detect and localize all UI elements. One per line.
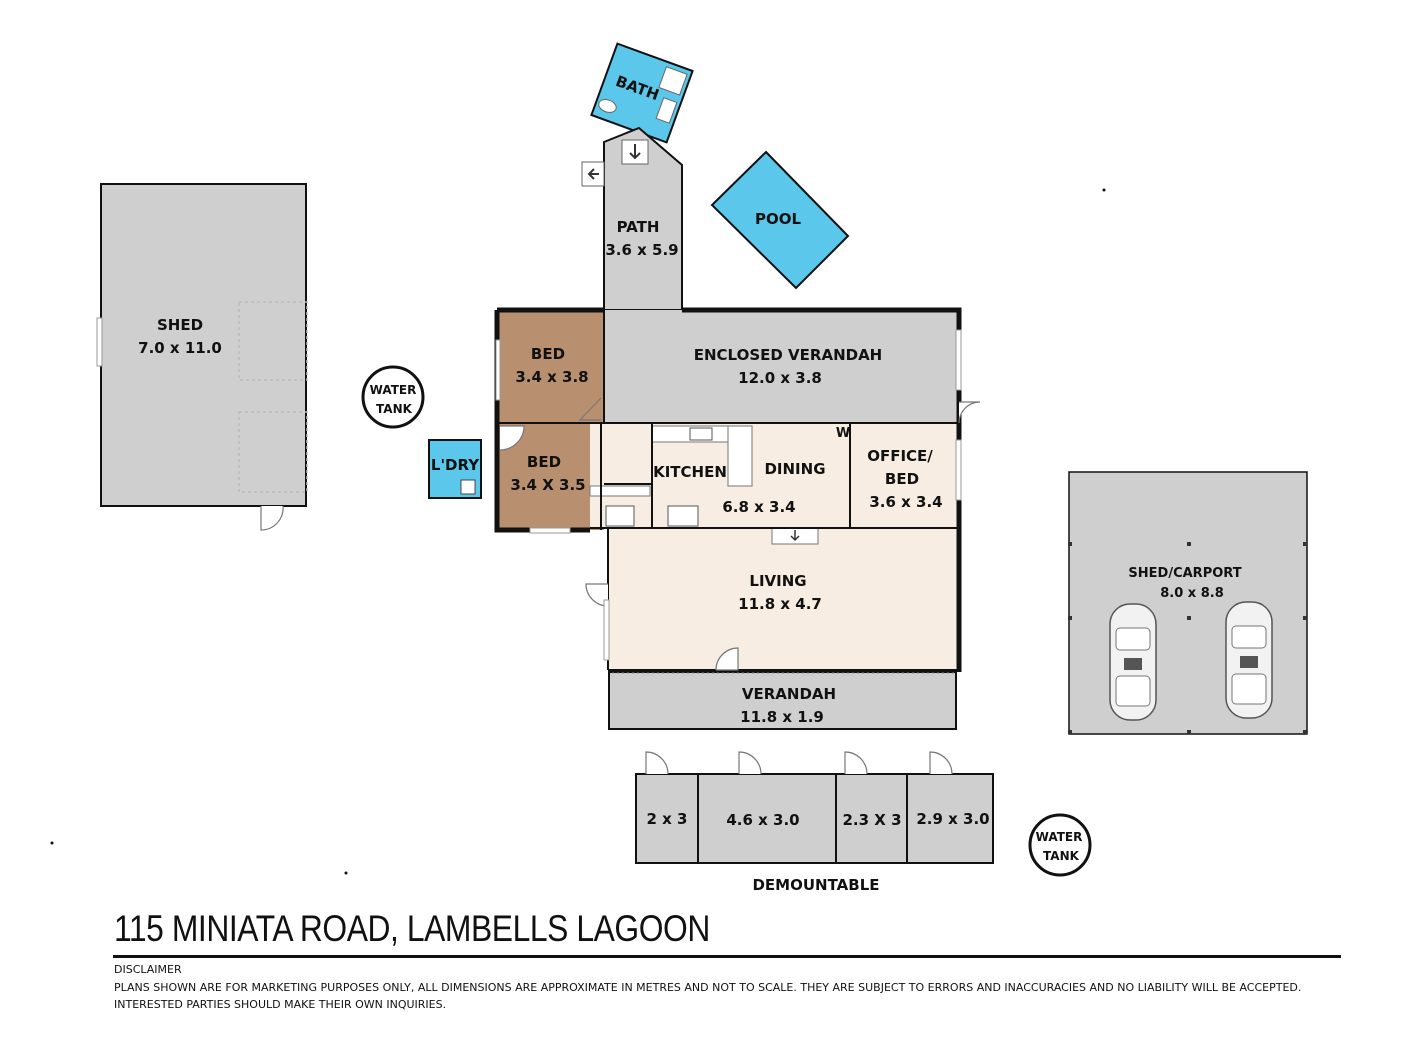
dining-dims: 6.8 x 3.4	[722, 498, 795, 516]
disclaimer-heading: DISCLAIMER	[114, 963, 182, 976]
demountable-unit-2: 4.6 x 3.0	[726, 811, 799, 829]
water-tank-right: WATER TANK	[1028, 813, 1092, 877]
demountable-unit-1: 2 x 3	[647, 810, 688, 828]
laundry: L'DRY	[428, 439, 482, 499]
bed1-dims: 3.4 x 3.8	[515, 368, 588, 386]
car-icon	[1225, 601, 1273, 719]
water-tank-left: WATER TANK	[361, 365, 425, 429]
carport-name: SHED/CARPORT	[1128, 566, 1241, 581]
verandah-name: VERANDAH	[742, 685, 836, 703]
main-house: BED 3.4 x 3.8 BED 3.4 X 3.5 ENCLOSED VER…	[494, 307, 981, 672]
dining-name: DINING	[764, 460, 825, 478]
office-name-line1: OFFICE/	[867, 447, 933, 465]
demountable-label: DEMOUNTABLE	[752, 876, 879, 894]
living-name: LIVING	[749, 572, 806, 590]
disclaimer-text: PLANS SHOWN ARE FOR MARKETING PURPOSES O…	[114, 981, 1302, 1011]
bed2-name: BED	[527, 453, 561, 471]
path: PATH 3.6 x 5.9	[581, 126, 683, 333]
car-icon	[1109, 603, 1157, 721]
water-tank-right-line1: WATER	[1036, 830, 1083, 844]
title-divider	[113, 955, 1341, 958]
carport-dims: 8.0 x 8.8	[1160, 586, 1224, 601]
carport: SHED/CARPORT 8.0 x 8.8	[1068, 471, 1308, 735]
shed-name: SHED	[157, 316, 203, 334]
water-tank-left-line1: WATER	[370, 383, 417, 397]
bed1-name: BED	[531, 345, 565, 363]
shed-dims: 7.0 x 11.0	[138, 339, 222, 357]
water-tank-left-line2: TANK	[376, 402, 413, 416]
kitchen-name: KITCHEN	[653, 463, 727, 481]
office-dims: 3.6 x 3.4	[869, 493, 942, 511]
pool: POOL	[710, 150, 850, 290]
path-name: PATH	[617, 218, 660, 236]
laundry-name: L'DRY	[431, 456, 480, 474]
floor-plan: SHED 7.0 x 11.0 WATER TANK L'DRY BATH PA…	[50, 42, 1308, 894]
enclosed-verandah-name: ENCLOSED VERANDAH	[694, 346, 883, 364]
verandah-dims: 11.8 x 1.9	[740, 708, 824, 726]
verandah: VERANDAH 11.8 x 1.9	[608, 671, 957, 730]
pool-name: POOL	[755, 210, 801, 228]
bed2-dims: 3.4 X 3.5	[510, 476, 585, 494]
demountable-unit-3: 2.3 X 3	[842, 811, 901, 829]
bath: BATH	[590, 42, 694, 144]
office-name-line2: BED	[885, 470, 919, 488]
water-tank-right-line2: TANK	[1043, 849, 1080, 863]
living-dims: 11.8 x 4.7	[738, 595, 822, 613]
path-dims: 3.6 x 5.9	[605, 241, 678, 259]
wall-marker: W	[836, 426, 850, 441]
demountable-unit-4: 2.9 x 3.0	[916, 810, 989, 828]
demountable: 2 x 3 4.6 x 3.0 2.3 X 3 2.9 x 3.0 DEMOUN…	[635, 751, 994, 894]
page-title: 115 MINIATA ROAD, LAMBELLS LAGOON	[114, 908, 710, 949]
enclosed-verandah-dims: 12.0 x 3.8	[738, 369, 822, 387]
shed: SHED 7.0 x 11.0	[96, 183, 308, 531]
